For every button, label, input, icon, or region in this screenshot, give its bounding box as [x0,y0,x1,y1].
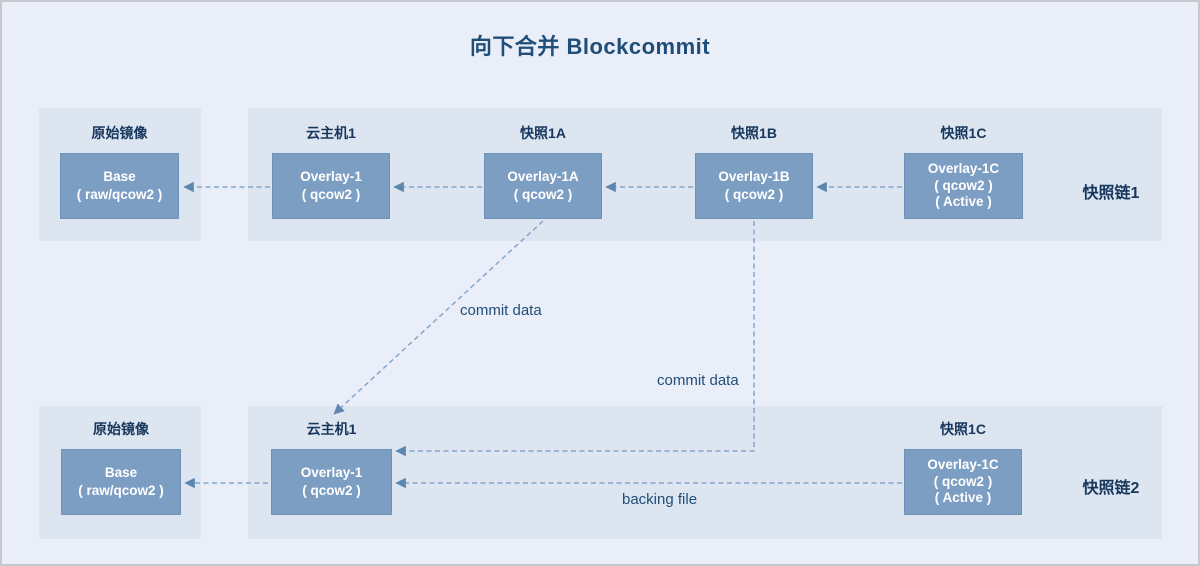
node-overlay1c-chain2: 快照1C Overlay-1C ( qcow2 ) ( Active ) [904,419,1022,515]
node-box-base: Base ( raw/qcow2 ) [61,449,181,515]
node-title-snapshot-1c: 快照1C [940,421,986,437]
node-line: ( qcow2 ) [513,187,573,202]
node-line: Overlay-1C [927,456,999,472]
node-line: ( qcow2 ) [301,187,361,202]
node-title-snapshot-1c: 快照1C [940,125,987,141]
node-title-snapshot-1a: 快照1A [520,125,566,141]
node-overlay1-chain2: 云主机1 Overlay-1 ( qcow2 ) [271,419,392,515]
node-line: ( raw/qcow2 ) [76,187,163,202]
node-title-cloud-host: 云主机1 [306,125,356,141]
node-line: Overlay-1 [300,464,363,480]
node-line: ( Active ) [934,490,992,506]
node-title-cloud-host: 云主机1 [306,421,357,437]
node-line: Overlay-1C [927,160,1000,176]
chain1-tag: 快照链1 [1082,185,1140,202]
node-line: Base [104,464,138,480]
commit-data-label-1: commit data [460,302,542,319]
node-line: Base [103,168,136,184]
node-title-original-image: 原始镜像 [91,125,148,141]
node-line: ( raw/qcow2 ) [78,483,164,498]
node-box-overlay1b: Overlay-1B ( qcow2 ) [695,153,813,219]
commit-data-label-2: commit data [657,372,739,389]
node-box-overlay1c: Overlay-1C ( qcow2 ) ( Active ) [904,449,1022,515]
node-base-chain1: 原始镜像 Base ( raw/qcow2 ) [60,123,179,219]
node-overlay1b-chain1: 快照1B Overlay-1B ( qcow2 ) [695,123,813,219]
node-box-overlay1c: Overlay-1C ( qcow2 ) ( Active ) [904,153,1023,219]
node-title-original-image: 原始镜像 [93,421,149,437]
node-overlay1-chain1: 云主机1 Overlay-1 ( qcow2 ) [272,123,390,219]
node-title-snapshot-1b: 快照1B [731,125,777,141]
node-box-overlay1a: Overlay-1A ( qcow2 ) [484,153,602,219]
node-overlay1c-chain1: 快照1C Overlay-1C ( qcow2 ) ( Active ) [904,123,1023,219]
node-line: ( qcow2 ) [302,483,361,498]
node-line: ( qcow2 ) [933,473,993,489]
node-base-chain2: 原始镜像 Base ( raw/qcow2 ) [61,419,181,515]
node-overlay1a-chain1: 快照1A Overlay-1A ( qcow2 ) [484,123,602,219]
node-line: Overlay-1 [300,168,362,184]
chain2-tag: 快照链2 [1082,480,1140,497]
node-line: ( qcow2 ) [934,177,993,193]
node-box-overlay1: Overlay-1 ( qcow2 ) [272,153,390,219]
node-line: ( qcow2 ) [724,187,784,202]
backing-file-label: backing file [622,491,698,508]
node-line: ( Active ) [935,194,992,210]
node-line: Overlay-1A [507,168,579,184]
page-title: 向下合并 Blockcommit [469,34,711,59]
node-box-overlay1: Overlay-1 ( qcow2 ) [271,449,392,515]
node-box-base: Base ( raw/qcow2 ) [60,153,179,219]
node-line: Overlay-1B [718,168,790,184]
